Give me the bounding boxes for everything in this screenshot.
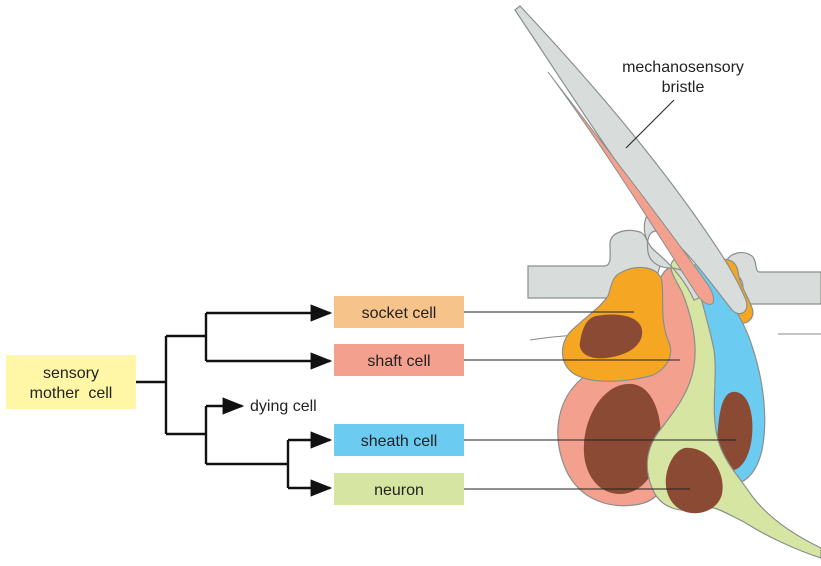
shaft-cell-label: shaft cell [367, 353, 430, 370]
sheath-cell-label: sheath cell [361, 433, 438, 450]
bristle-label-2: bristle [662, 79, 705, 96]
mother-cell-label-2: mother cell [30, 385, 113, 402]
socket-cell-label: socket cell [362, 305, 437, 322]
bristle-label-1: mechanosensory [622, 59, 744, 76]
mother-cell-label-1: sensory [43, 365, 99, 382]
neuron-label: neuron [374, 482, 424, 499]
dying-cell-label: dying cell [250, 398, 317, 415]
leader-bristle [626, 100, 674, 148]
